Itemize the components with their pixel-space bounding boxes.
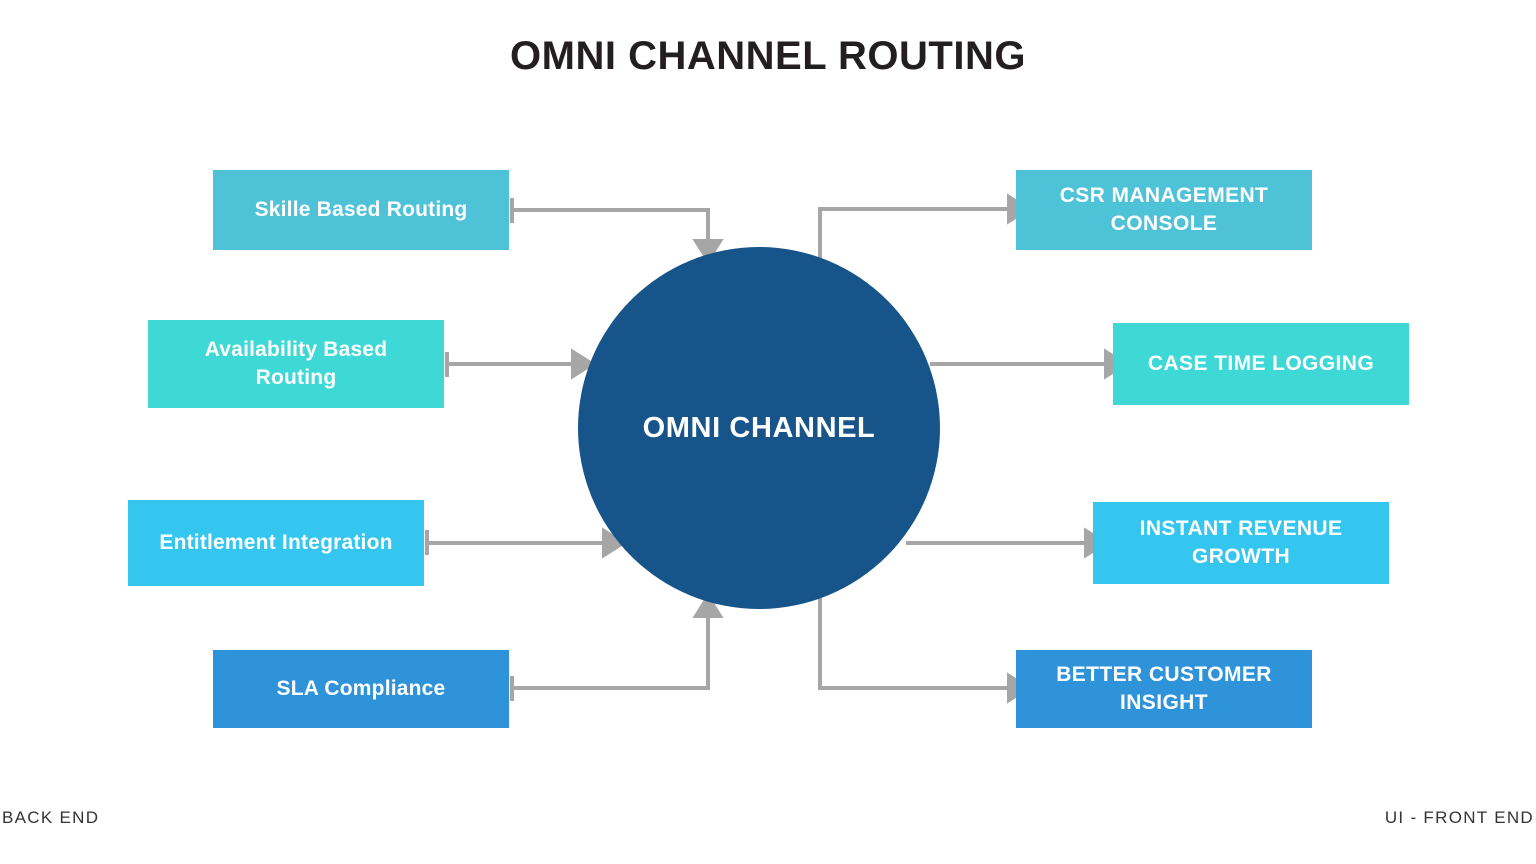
omni-channel-center-label: OMNI CHANNEL (642, 411, 876, 444)
node-label: Skille Based Routing (254, 197, 468, 221)
node-sla-compliance[interactable]: SLA Compliance (213, 650, 509, 728)
node-label: BETTER CUSTOMER INSIGHT (1056, 662, 1272, 714)
node-label: Availability Based Routing (204, 337, 388, 389)
node-label: SLA Compliance (276, 676, 446, 700)
page-title: OMNI CHANNEL ROUTING (510, 34, 1026, 78)
connector-entitlement-to-omni (425, 527, 627, 559)
node-label: INSTANT REVENUE GROWTH (1139, 516, 1343, 568)
node-label: CASE TIME LOGGING (1147, 351, 1375, 375)
node-skille-based-routing[interactable]: Skille Based Routing (213, 170, 509, 250)
node-case-time-logging[interactable]: CASE TIME LOGGING (1113, 323, 1409, 405)
node-better-customer-insight[interactable]: BETTER CUSTOMER INSIGHT (1016, 650, 1312, 728)
omni-channel-center-node[interactable]: OMNI CHANNEL (578, 247, 940, 609)
node-entitlement-integration[interactable]: Entitlement Integration (128, 500, 424, 586)
node-label: Entitlement Integration (159, 530, 393, 554)
connector-skills-routing-to-omni (510, 198, 724, 264)
node-csr-management-console[interactable]: CSR MANAGEMENT CONSOLE (1016, 170, 1312, 250)
node-availability-based-routing[interactable]: Availability Based Routing (148, 320, 444, 408)
footer-label-front-end: UI - FRONT END (1384, 808, 1534, 827)
connector-omni-to-better-insight (818, 598, 1032, 704)
footer-label-back-end: BACK END (2, 808, 100, 827)
node-label: CSR MANAGEMENT CONSOLE (1059, 183, 1269, 235)
connector-sla-compliance-to-omni (510, 593, 724, 701)
connector-omni-to-csr-console (818, 193, 1032, 258)
connector-availability-routing-to-omni (445, 348, 596, 380)
node-instant-revenue-growth[interactable]: INSTANT REVENUE GROWTH (1093, 502, 1389, 584)
